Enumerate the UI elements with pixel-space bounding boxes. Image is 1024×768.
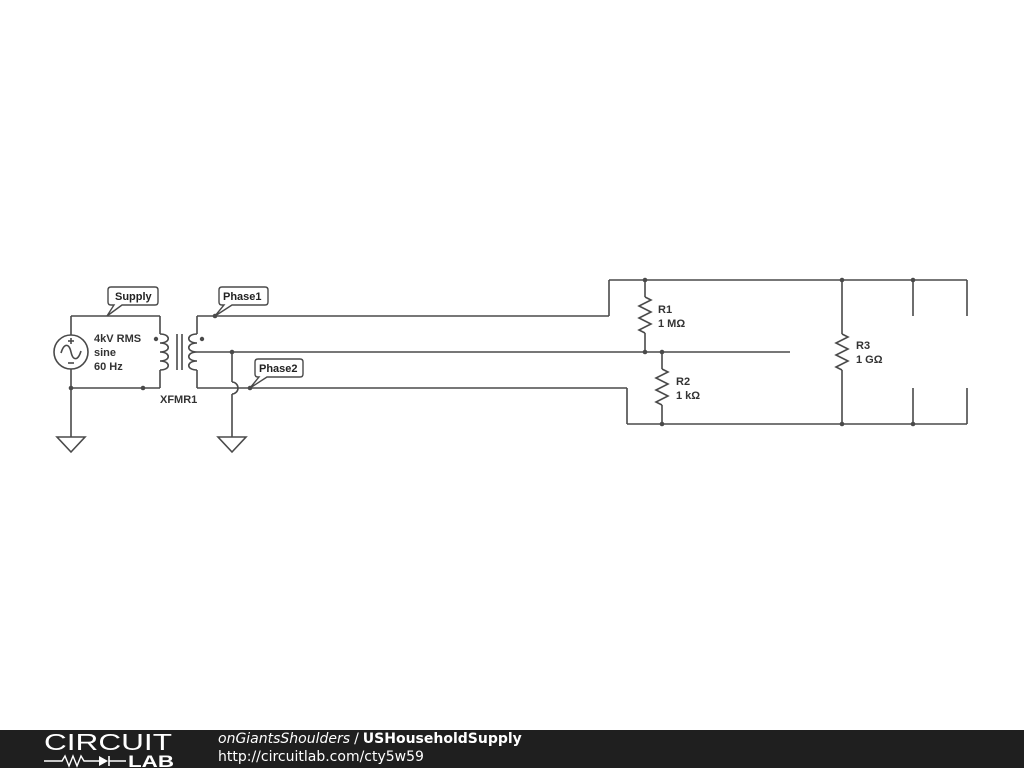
primary-coil	[159, 333, 170, 371]
footer-title: onGiantsShoulders/USHouseholdSupply	[218, 731, 522, 747]
net-tag-phase2[interactable]: Phase2	[249, 358, 304, 389]
net-tag-supply[interactable]: Supply	[106, 286, 159, 317]
transformer-xfmr1[interactable]	[153, 333, 205, 371]
resistor-r1[interactable]	[637, 277, 653, 355]
footer-bar: CIRCUIT LAB onGiantsShoulders/USHousehol…	[0, 730, 1024, 768]
sine-wave-icon	[60, 344, 82, 360]
source-waveform-label: sine	[94, 347, 116, 359]
title-separator: /	[354, 731, 359, 747]
diode-logo-icon	[99, 756, 108, 766]
source-amplitude-label: 4kV RMS	[94, 333, 141, 345]
r2-name-label: R2	[676, 376, 690, 388]
circuitlab-logo[interactable]: CIRCUIT LAB	[44, 730, 176, 768]
primary-circuit	[53, 315, 161, 454]
transformer-label: XFMR1	[160, 394, 197, 406]
project-title[interactable]: USHouseholdSupply	[362, 731, 522, 747]
circuit-schematic: 4kV RMS sine 60 Hz XFMR1 R1 1 MΩ R2 1 kΩ…	[53, 277, 968, 454]
r3-name-label: R3	[856, 340, 870, 352]
output-terminals	[910, 277, 968, 427]
resistor-logo-icon	[44, 754, 99, 768]
polarity-dot	[153, 336, 159, 342]
net-tag-phase2-text: Phase2	[259, 363, 298, 375]
secondary-circuit	[196, 277, 968, 454]
secondary-coil	[187, 333, 198, 371]
net-tag-phase1-text: Phase1	[223, 291, 262, 303]
resistor-symbol	[637, 296, 653, 334]
circuit-url-link[interactable]: http://circuitlab.com/cty5w59	[218, 749, 424, 765]
logo-text-circuit: CIRCUIT	[44, 730, 172, 755]
net-tag-supply-text: Supply	[115, 291, 153, 303]
source-frequency-label: 60 Hz	[94, 361, 123, 373]
ground-icon	[216, 436, 248, 454]
r2-value-label: 1 kΩ	[676, 390, 700, 402]
ac-source[interactable]	[53, 334, 89, 370]
author-link[interactable]: onGiantsShoulders	[218, 731, 351, 747]
resistor-symbol	[654, 368, 670, 406]
r3-value-label: 1 GΩ	[856, 354, 883, 366]
logo-text-lab: LAB	[128, 752, 174, 768]
ground-icon	[55, 436, 87, 454]
r1-name-label: R1	[658, 304, 672, 316]
resistor-r3[interactable]	[834, 277, 850, 427]
polarity-dot	[199, 336, 205, 342]
resistor-r2[interactable]	[654, 349, 670, 427]
net-tag-phase1[interactable]: Phase1	[214, 286, 269, 317]
resistor-symbol	[834, 333, 850, 371]
r1-value-label: 1 MΩ	[658, 318, 685, 330]
